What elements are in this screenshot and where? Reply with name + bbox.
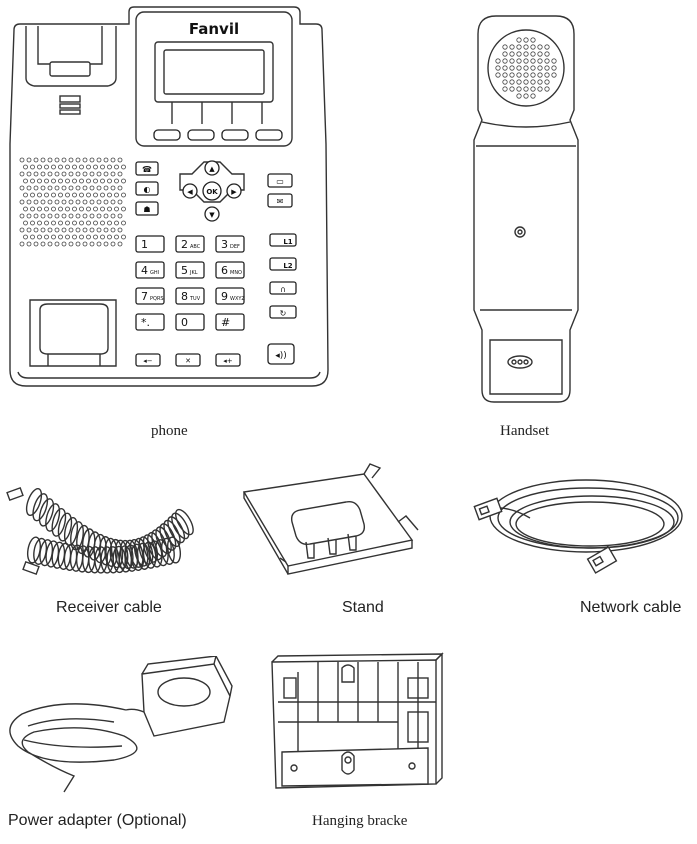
power-adapter-illustration bbox=[4, 656, 244, 796]
volume-down-icon: ◂− bbox=[143, 357, 153, 365]
dial-key-label: 5 bbox=[181, 264, 188, 277]
dial-key-letters: MNO bbox=[230, 270, 242, 276]
caption-network-cable: Network cable bbox=[580, 599, 682, 616]
dial-key bbox=[135, 313, 165, 331]
network-cable-illustration bbox=[470, 466, 690, 576]
headset-icon: ∩ bbox=[280, 285, 286, 294]
dial-key-label: 6 bbox=[221, 264, 228, 277]
dial-key-letters: GHI bbox=[150, 270, 159, 276]
volume-up-icon: ◂+ bbox=[223, 357, 233, 365]
dial-key-letters: PQRS bbox=[150, 296, 164, 302]
svg-text:L1: L1 bbox=[283, 238, 292, 246]
phone-illustration: Fanvil ☎ ◐ ☗ ▲ ▼ ◀ ▶ OK bbox=[4, 4, 334, 394]
dial-key bbox=[175, 313, 205, 331]
dial-key-label: 8 bbox=[181, 290, 188, 303]
svg-text:▶: ▶ bbox=[231, 188, 237, 196]
dial-key-label: # bbox=[221, 316, 230, 329]
dial-key-label: 1 bbox=[141, 238, 148, 251]
dial-key-letters: JKL bbox=[189, 270, 198, 276]
speaker-grille-icon bbox=[19, 157, 126, 247]
dial-key bbox=[215, 235, 245, 253]
caption-handset: Handset bbox=[500, 423, 550, 439]
svg-text:◀: ◀ bbox=[187, 188, 193, 196]
dial-key bbox=[215, 287, 245, 305]
handset-illustration bbox=[466, 10, 586, 410]
dial-key-letters: WXYZ bbox=[230, 296, 245, 302]
svg-text:◐: ◐ bbox=[144, 185, 151, 194]
dial-key-letters: ABC bbox=[190, 244, 201, 250]
caption-phone: phone bbox=[151, 423, 188, 439]
dial-key-label: 7 bbox=[141, 290, 148, 303]
dial-key-letters: DEF bbox=[230, 244, 240, 250]
dial-key bbox=[215, 313, 245, 331]
svg-text:▼: ▼ bbox=[209, 211, 215, 219]
dial-key-label: 3 bbox=[221, 238, 228, 251]
dial-key-label: 9 bbox=[221, 290, 228, 303]
svg-text:OK: OK bbox=[206, 188, 218, 196]
message-icon: ✉ bbox=[277, 197, 284, 206]
dial-key bbox=[215, 261, 245, 279]
dial-key bbox=[135, 287, 165, 305]
handsfree-icon: ◂)) bbox=[275, 351, 287, 361]
dial-key bbox=[175, 287, 205, 305]
phonebook-icon: ▭ bbox=[276, 177, 284, 186]
dial-key-label: *. bbox=[141, 316, 150, 329]
svg-text:☗: ☗ bbox=[143, 205, 150, 214]
nav-pad-icon: ▲ ▼ ◀ ▶ OK bbox=[179, 160, 245, 222]
dial-key-label: 2 bbox=[181, 238, 188, 251]
dial-key bbox=[135, 261, 165, 279]
brand-logo: Fanvil bbox=[189, 20, 239, 38]
mute-icon: ✕ bbox=[185, 357, 191, 365]
svg-text:▲: ▲ bbox=[209, 165, 215, 173]
svg-text:☎: ☎ bbox=[142, 165, 152, 174]
caption-hanging-bracket: Hanging bracke bbox=[312, 813, 408, 829]
dial-key bbox=[175, 261, 205, 279]
dial-key-label: 4 bbox=[141, 264, 148, 277]
receiver-cable-illustration bbox=[4, 480, 214, 580]
dial-key bbox=[175, 235, 205, 253]
redial-icon: ↻ bbox=[280, 309, 287, 318]
caption-stand: Stand bbox=[342, 599, 384, 616]
caption-receiver-cable: Receiver cable bbox=[56, 599, 162, 616]
stand-illustration bbox=[236, 462, 426, 582]
dial-key bbox=[135, 235, 165, 253]
dial-key-label: 0 bbox=[181, 316, 188, 329]
hanging-bracket-illustration bbox=[268, 652, 444, 802]
caption-power-adapter: Power adapter (Optional) bbox=[8, 812, 187, 829]
earpiece-grille-icon bbox=[495, 37, 557, 99]
dial-key-letters: TUV bbox=[189, 296, 201, 302]
svg-text:L2: L2 bbox=[283, 262, 292, 270]
